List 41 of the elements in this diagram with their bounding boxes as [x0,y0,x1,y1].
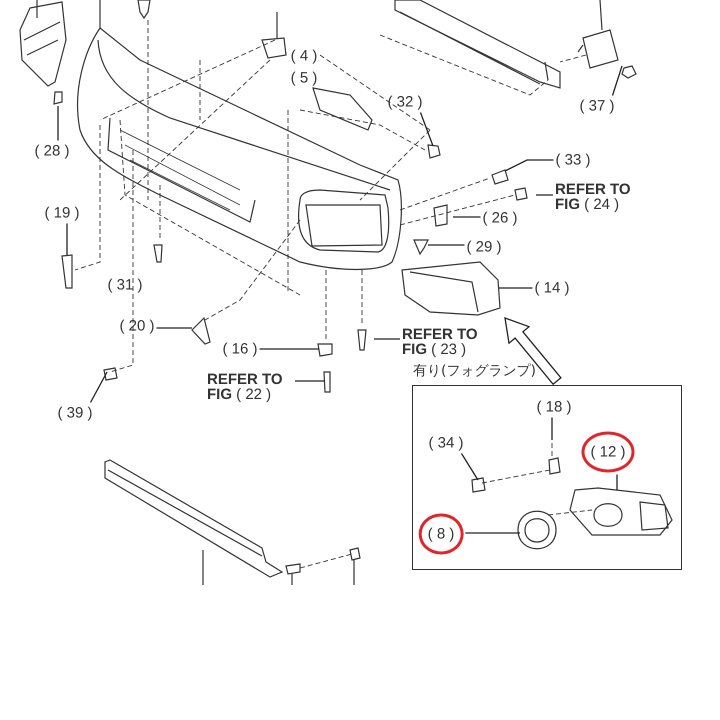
circled-callout-number: ( 8 ) [418,514,464,554]
leader-line [420,112,434,146]
callout-number: ( 33 ) [556,152,590,168]
leader-line [460,453,479,480]
callout-number: ( 4 ) [290,48,318,64]
callout-number: ( 26 ) [482,210,518,226]
callout-number: ( 31 ) [108,276,142,294]
leader-line [465,532,520,534]
callout-number: ( 32 ) [388,94,422,110]
leader-line [453,216,480,218]
reference-note: REFER TO FIG ( 22 ) [207,372,293,402]
reference-note: REFER TO FIG ( 24 ) [555,182,641,212]
leader-line [90,372,108,403]
leader-line [499,287,532,289]
inset-heading: 有り(フォグランプ) [413,362,536,380]
leader-line [616,474,618,490]
leader-line [156,327,192,329]
callout-number: ( 28 ) [34,142,70,160]
leader-line [295,380,324,382]
leader-line [428,244,464,246]
leader-line [536,194,553,196]
callout-number: ( 18 ) [536,398,572,416]
callout-number: ( 29 ) [466,238,502,256]
arrow [504,317,562,386]
callout-number: ( 19 ) [44,204,80,222]
leader-line [551,418,553,440]
circled-callout-number: ( 12 ) [582,432,634,472]
leader-line [57,106,59,140]
leader-line [374,338,400,340]
leader-line [612,66,623,96]
leader-line [66,224,68,255]
reference-note: REFER TO FIG ( 23 ) [402,327,488,357]
callout-number: ( 39 ) [58,404,92,422]
callout-number: ( 16 ) [222,340,258,358]
leader-line [504,159,554,172]
callout-number: ( 20 ) [120,318,154,334]
callout-number: ( 5 ) [290,70,318,86]
callout-number: ( 14 ) [534,280,570,296]
callout-number: ( 34 ) [428,434,464,452]
callout-number: ( 37 ) [580,98,614,114]
leader-line [260,348,319,350]
